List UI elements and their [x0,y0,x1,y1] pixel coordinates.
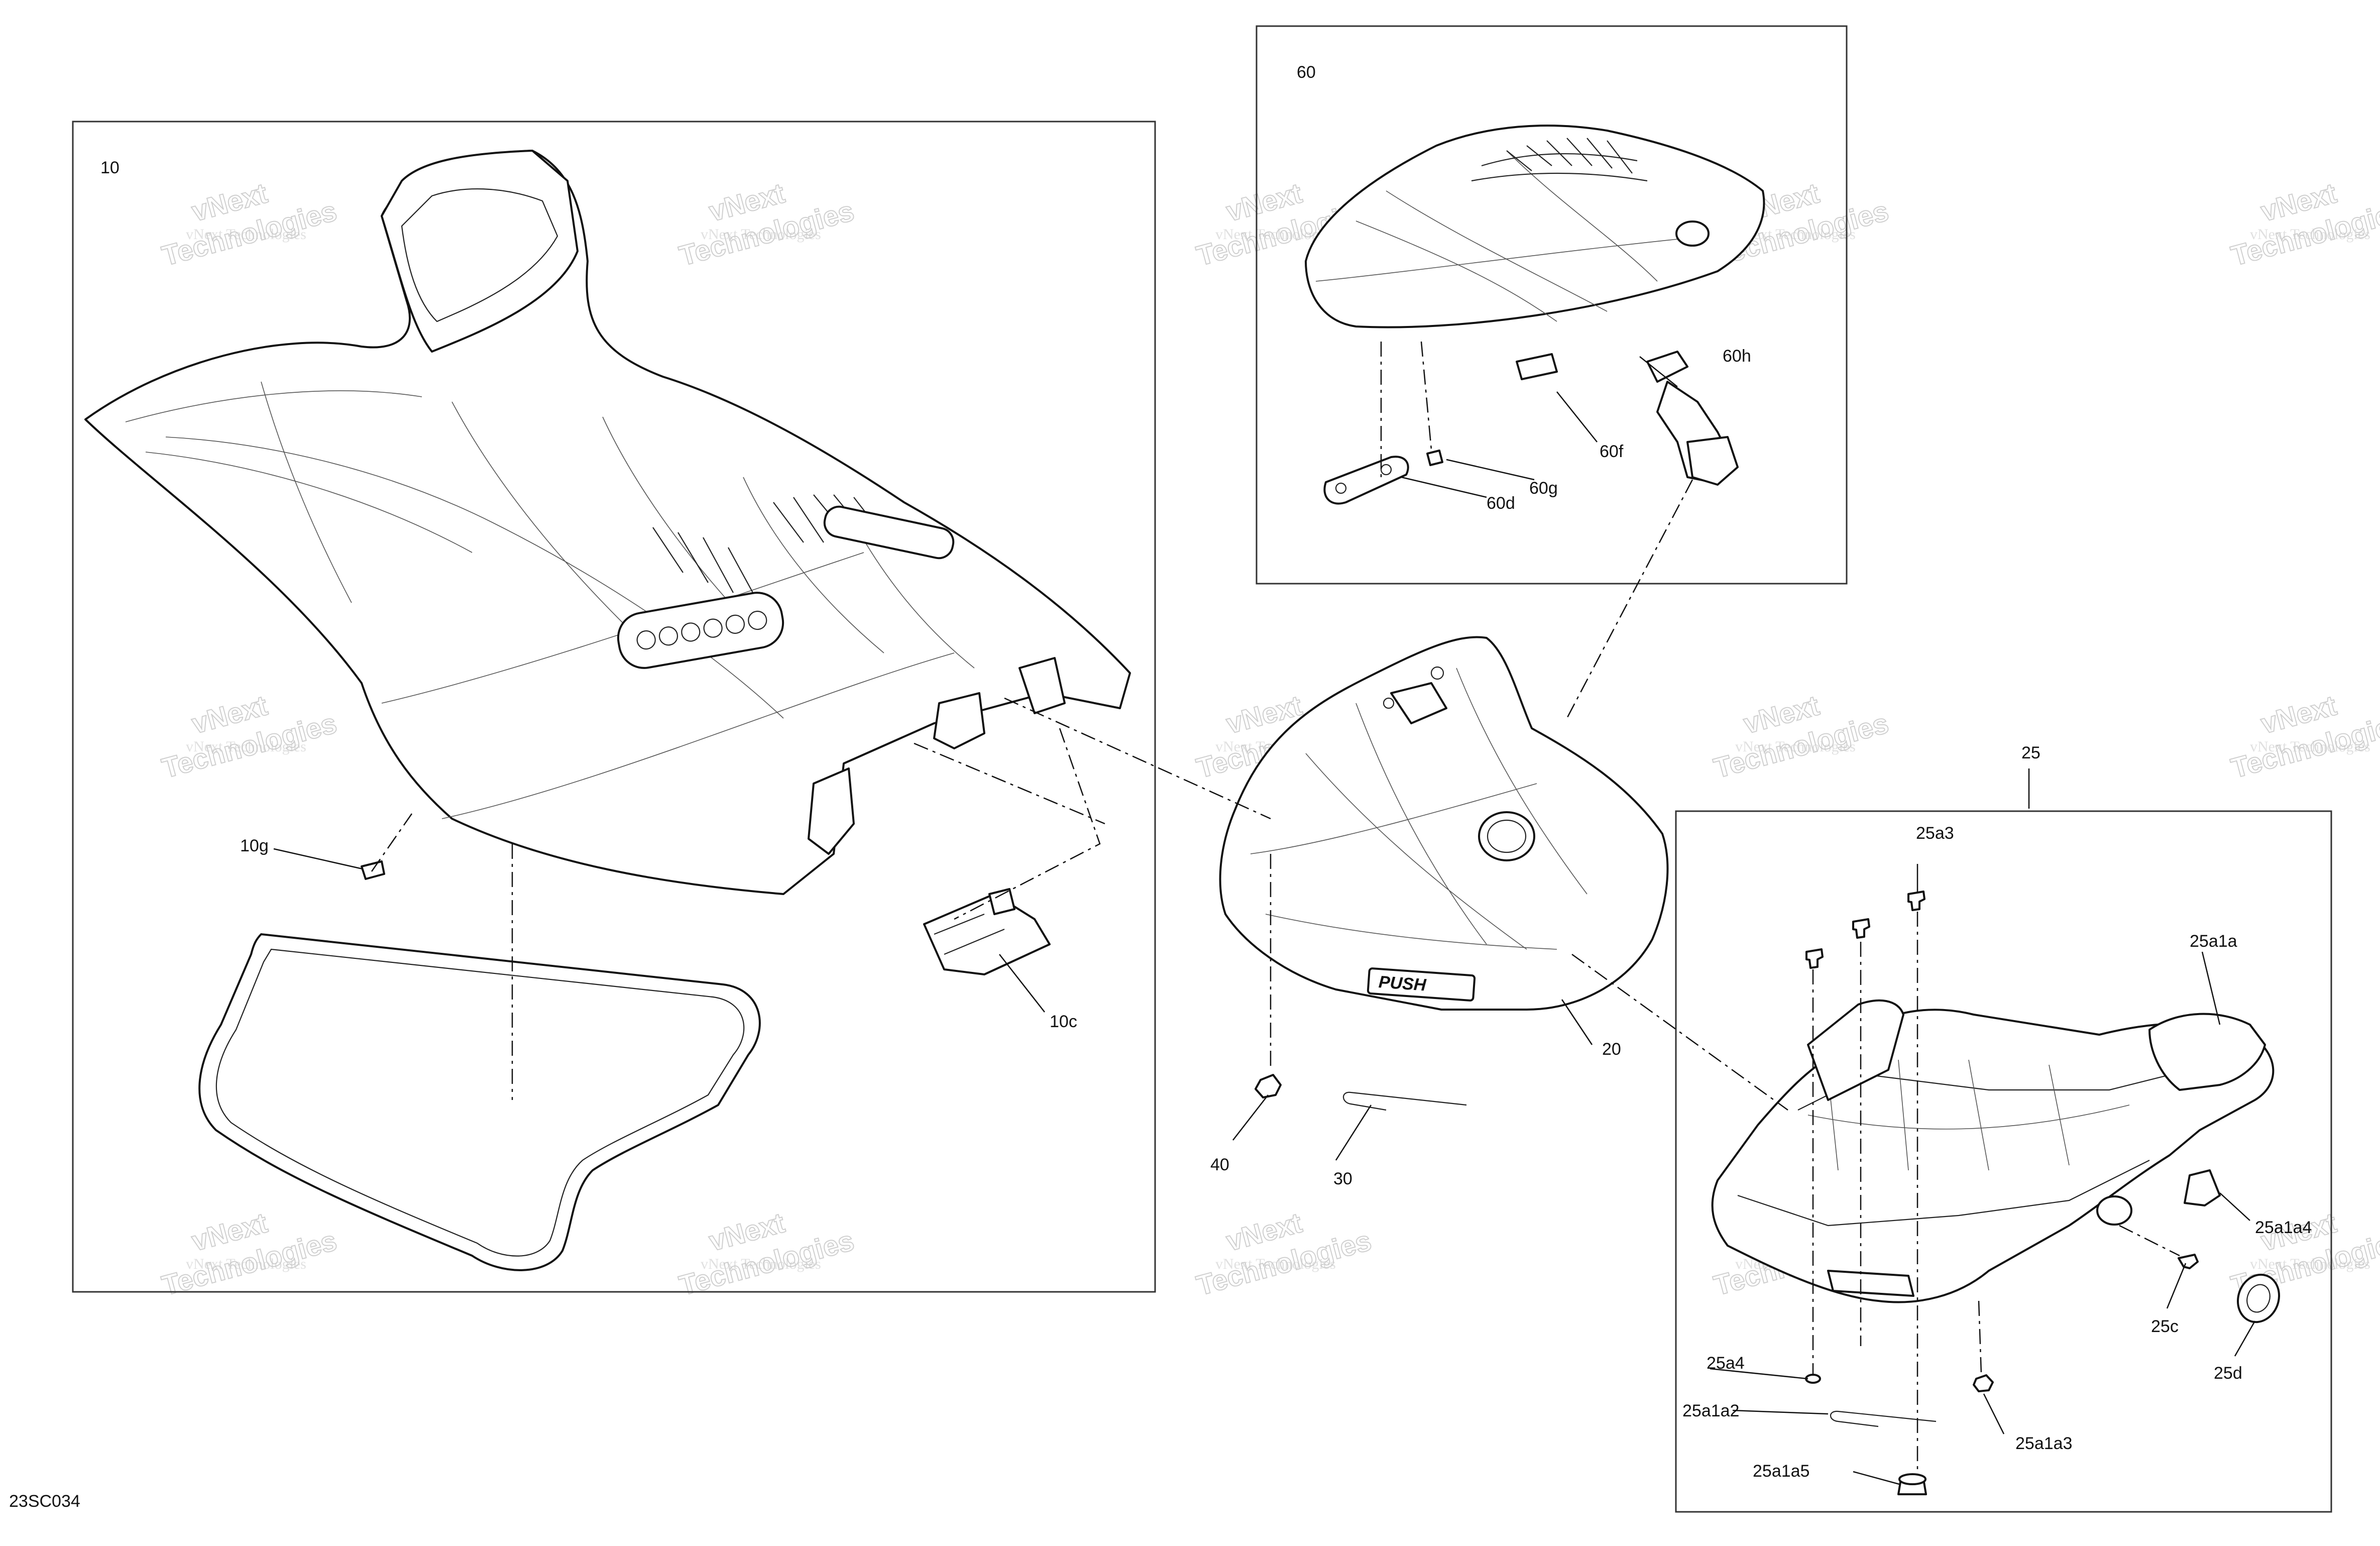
part-25a4-washer [1805,1374,1821,1384]
watermark: vNext Technologies [1710,689,1892,785]
watermark: vNext Technologies [158,1206,341,1302]
seat-latch-bracket-right [933,692,985,749]
part-25a1a4-bracket [2184,1169,2221,1206]
callout-25: 25 [2021,743,2041,762]
watermark-text: vNext Technologies [701,1256,821,1272]
callout-25a1a3: 25a1a3 [2015,1434,2072,1453]
watermark-text: vNext Technologies [186,738,306,755]
callout-labels: 10 10g 10c 60 60h 60f 60g 60d 25 20 40 3… [9,63,2312,1511]
watermark-text: vNext Technologies [2250,1256,2370,1272]
passenger-seat-body [1305,125,1765,328]
seat-backrest-handle [381,150,579,353]
watermark: vNext Technologies [675,176,858,272]
watermark: vNext Technologies [675,1206,858,1302]
part-60h-latch [1646,351,1739,486]
callout-10g: 10g [240,836,269,855]
watermark-text: vNext Technologies [2250,226,2370,243]
tray-side-handle [2148,1013,2266,1091]
push-label: PUSH [1378,972,1427,995]
callout-60d: 60d [1487,494,1515,513]
watermark-text: vNext Technologies [701,226,821,243]
callout-25a1a4: 25a1a4 [2255,1218,2312,1237]
watermark-text: vNext Technologies [2250,738,2370,755]
assembly-box-60 [1256,25,1848,585]
cover-gauge-opening [1478,811,1535,861]
callout-40: 40 [1210,1155,1229,1174]
callout-25d: 25d [2214,1364,2242,1383]
tray-top-fasteners [1805,891,1925,969]
leader-lines [273,356,2256,1485]
watermark: vNext Technologies [158,176,341,272]
seat-logo-badge [617,592,784,669]
part-10c-latch [923,888,1051,975]
callout-25a1a5: 25a1a5 [1753,1462,1809,1481]
callout-25a1a2: 25a1a2 [1682,1401,1739,1420]
seat-body [84,150,1131,895]
seat-assembly-10 [84,150,1131,895]
seat-latch-bracket-mid [1018,657,1066,714]
part-25a3-screw [1907,891,1925,911]
callout-60f: 60f [1600,442,1624,461]
tray-pivot-knob [2096,1195,2132,1226]
part-25c-screw [2178,1254,2199,1269]
seat-logo-rings [636,610,767,650]
tray-front-push [1827,1270,1914,1297]
seat-latch-bracket-left [808,767,855,855]
seat-assembly-60 [1305,125,1765,328]
callout-10: 10 [100,158,120,177]
seat-gasket-ring [198,933,761,1271]
watermark-text: vNext Technologies [186,226,306,243]
callout-30: 30 [1333,1169,1352,1188]
assembly-box-10 [72,121,1156,1293]
storage-tray-25 [1711,999,2275,1303]
part-20-cover: PUSH [1219,636,1669,1011]
part-25a1a5-plug [1897,1473,1927,1495]
part-40-nut [1255,1074,1282,1098]
push-label-plate [1367,967,1476,1002]
watermark: vNext Technologies [2227,176,2380,272]
callout-60: 60 [1297,63,1316,82]
seat-backrest-opening [401,188,558,322]
watermark: vNext Technologies [1193,1206,1375,1302]
part-25d-grommet [2236,1273,2281,1323]
watermark-text: vNext Technologies [1735,738,1856,755]
watermark-text: vNext Technologies [1215,1256,1336,1272]
callout-25a3: 25a3 [1916,824,1954,843]
watermark: vNext Technologies [2227,689,2380,785]
part-60f-clip [1516,353,1558,380]
assembly-box-25 [1675,810,2332,1513]
diagram-id: 23SC034 [9,1492,80,1511]
callout-60h: 60h [1723,347,1751,366]
part-30-pin [1342,1091,1467,1111]
watermark: vNext Technologies [158,689,341,785]
callout-25a4: 25a4 [1707,1354,1745,1373]
watermark-text: vNext Technologies [186,1256,306,1272]
callout-60g: 60g [1529,479,1558,498]
assembly-lines [371,341,2180,1474]
callout-10c: 10c [1050,1012,1077,1031]
passenger-seat-logo [1675,220,1710,247]
seat-rear-badge [823,505,955,560]
callout-25a1a: 25a1a [2190,932,2237,951]
callout-25c: 25c [2151,1317,2179,1336]
part-60g-clip [1426,450,1443,466]
tray-rear-wall [1807,999,1904,1101]
part-25a1a3-nut [1973,1374,1994,1392]
part-25a1a2-pin [1830,1410,1937,1427]
part-60d-bracket [1323,456,1409,505]
callout-20: 20 [1602,1040,1621,1059]
